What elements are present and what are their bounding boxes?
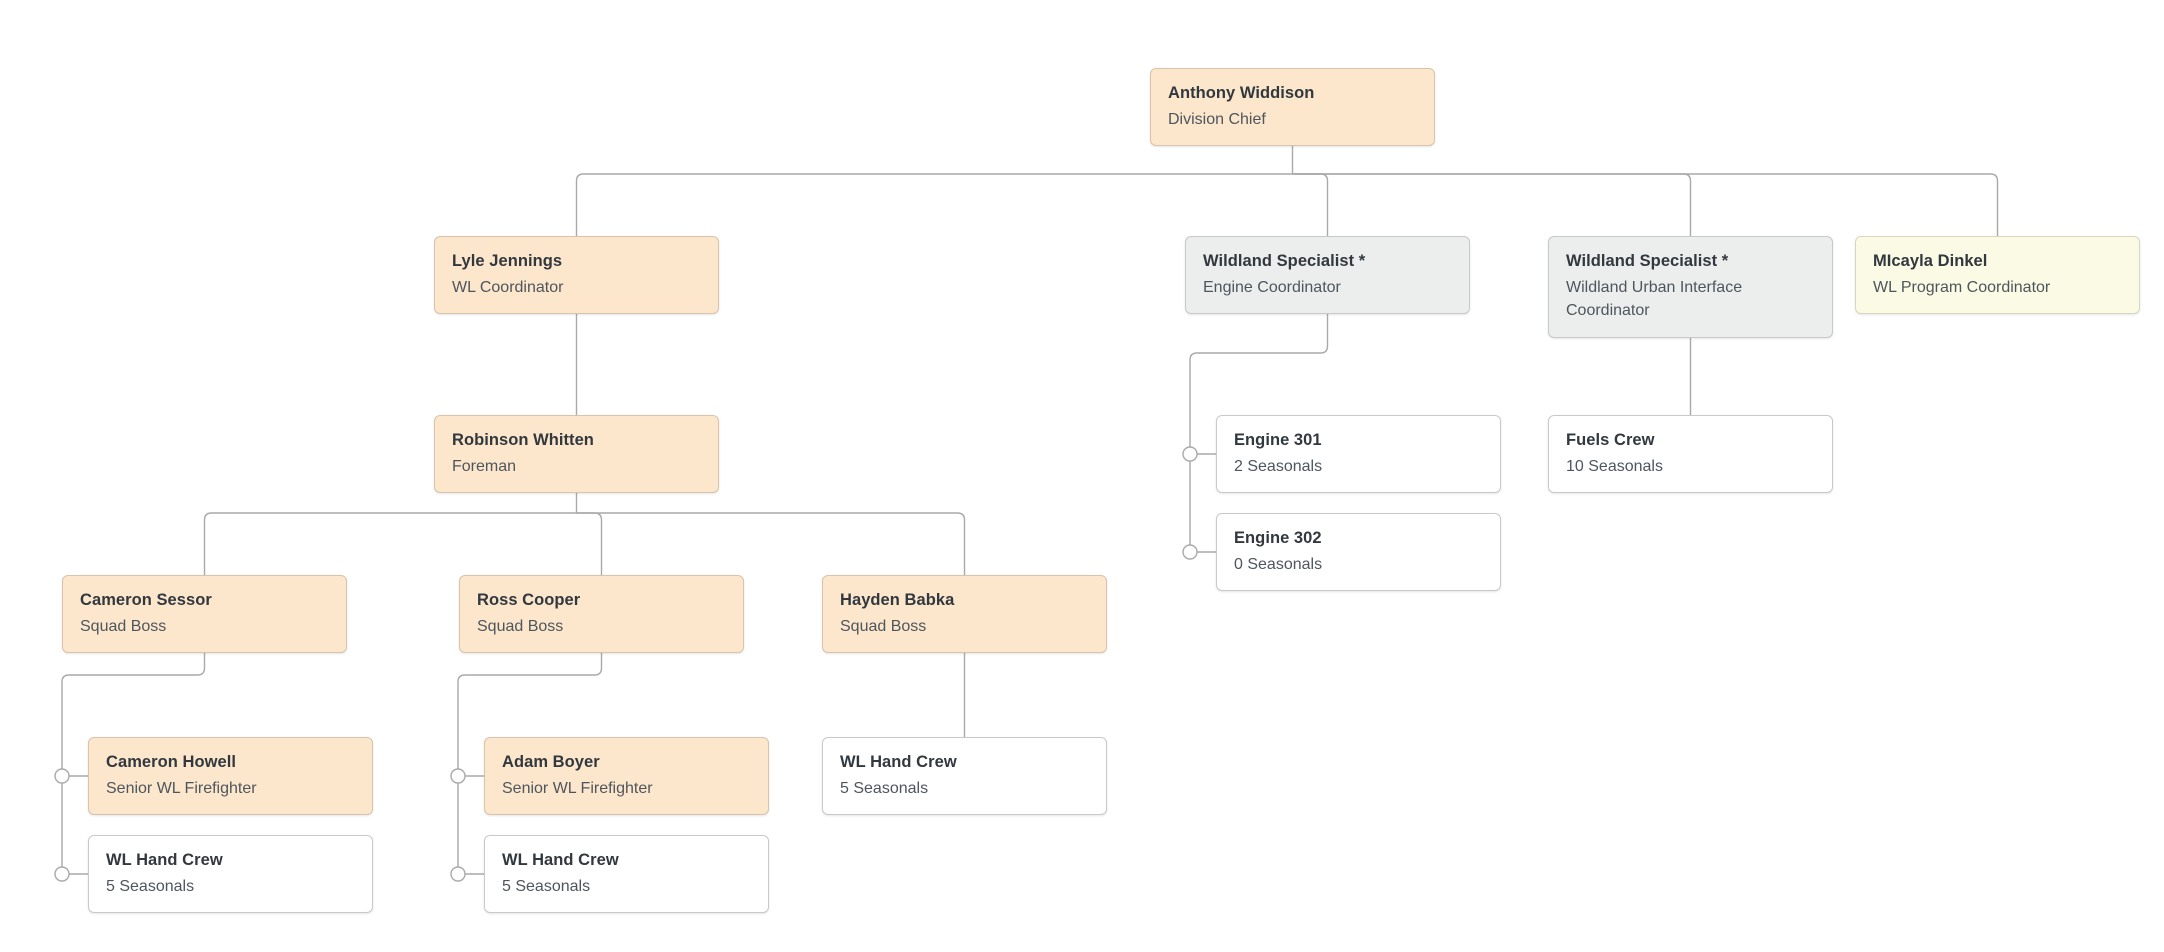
org-node-engine-301[interactable]: Engine 301 2 Seasonals <box>1216 415 1501 493</box>
node-title: Robinson Whitten <box>452 431 594 449</box>
connector-node-dot <box>450 866 466 882</box>
node-subtitle: Senior WL Firefighter <box>106 780 257 798</box>
connector-node-dot <box>450 768 466 784</box>
node-subtitle: Senior WL Firefighter <box>502 780 653 798</box>
node-subtitle: 5 Seasonals <box>840 780 929 798</box>
org-node-wildland-specialist-engine[interactable]: Wildland Specialist * Engine Coordinator <box>1185 236 1470 314</box>
node-title: Wildland Specialist * <box>1566 252 1729 270</box>
org-node-hand-crew-hayden[interactable]: WL Hand Crew 5 Seasonals <box>822 737 1107 815</box>
connector-line <box>203 512 577 575</box>
node-subtitle: Foreman <box>452 458 517 476</box>
node-subtitle: Division Chief <box>1168 111 1266 129</box>
node-subtitle: 10 Seasonals <box>1566 458 1663 476</box>
org-node-hand-crew-cameron[interactable]: WL Hand Crew 5 Seasonals <box>88 835 373 913</box>
node-subtitle: 2 Seasonals <box>1234 458 1323 476</box>
node-title: Lyle Jennings <box>452 252 563 270</box>
node-title: WL Hand Crew <box>106 851 223 869</box>
org-node-fuels-crew[interactable]: Fuels Crew 10 Seasonals <box>1548 415 1833 493</box>
node-title: WL Hand Crew <box>840 753 957 771</box>
node-subtitle: WL Program Coordinator <box>1873 279 2051 297</box>
node-title: Cameron Howell <box>106 753 236 771</box>
node-title: Wildland Specialist * <box>1203 252 1366 270</box>
connector-node-dot <box>54 866 70 882</box>
org-node-engine-302[interactable]: Engine 302 0 Seasonals <box>1216 513 1501 591</box>
node-title: Adam Boyer <box>502 753 600 771</box>
connector-line <box>576 512 603 575</box>
org-node-lyle-jennings[interactable]: Lyle Jennings WL Coordinator <box>434 236 719 314</box>
connector-line <box>1292 173 1692 236</box>
node-subtitle: 5 Seasonals <box>106 878 195 896</box>
node-subtitle: Squad Boss <box>477 618 564 636</box>
node-subtitle: Wildland Urban Interface Coordinator <box>1566 279 1743 320</box>
connector-line <box>576 512 966 575</box>
connector-node-dot <box>1182 544 1198 560</box>
connector-node-dot <box>54 768 70 784</box>
connector-node-dot <box>1182 446 1198 462</box>
node-subtitle: Squad Boss <box>840 618 927 636</box>
node-title: Engine 302 <box>1234 529 1322 547</box>
org-node-micayla-dinkel[interactable]: MIcayla Dinkel WL Program Coordinator <box>1855 236 2140 314</box>
node-title: Cameron Sessor <box>80 591 212 609</box>
node-subtitle: Squad Boss <box>80 618 167 636</box>
connector-line <box>575 173 1293 236</box>
node-title: WL Hand Crew <box>502 851 619 869</box>
node-subtitle: 0 Seasonals <box>1234 556 1323 574</box>
node-title: MIcayla Dinkel <box>1873 252 1988 270</box>
connector-line <box>1292 173 1999 236</box>
node-subtitle: 5 Seasonals <box>502 878 591 896</box>
node-title: Ross Cooper <box>477 591 581 609</box>
org-node-wildland-specialist-wui[interactable]: Wildland Specialist * Wildland Urban Inte… <box>1548 236 1833 338</box>
node-title: Anthony Widdison <box>1168 84 1315 102</box>
node-subtitle: WL Coordinator <box>452 279 564 297</box>
org-node-hand-crew-ross[interactable]: WL Hand Crew 5 Seasonals <box>484 835 769 913</box>
node-title: Hayden Babka <box>840 591 955 609</box>
node-subtitle: Engine Coordinator <box>1203 279 1341 297</box>
node-title: Engine 301 <box>1234 431 1322 449</box>
connector-line <box>1292 173 1329 236</box>
node-title: Fuels Crew <box>1566 431 1655 449</box>
